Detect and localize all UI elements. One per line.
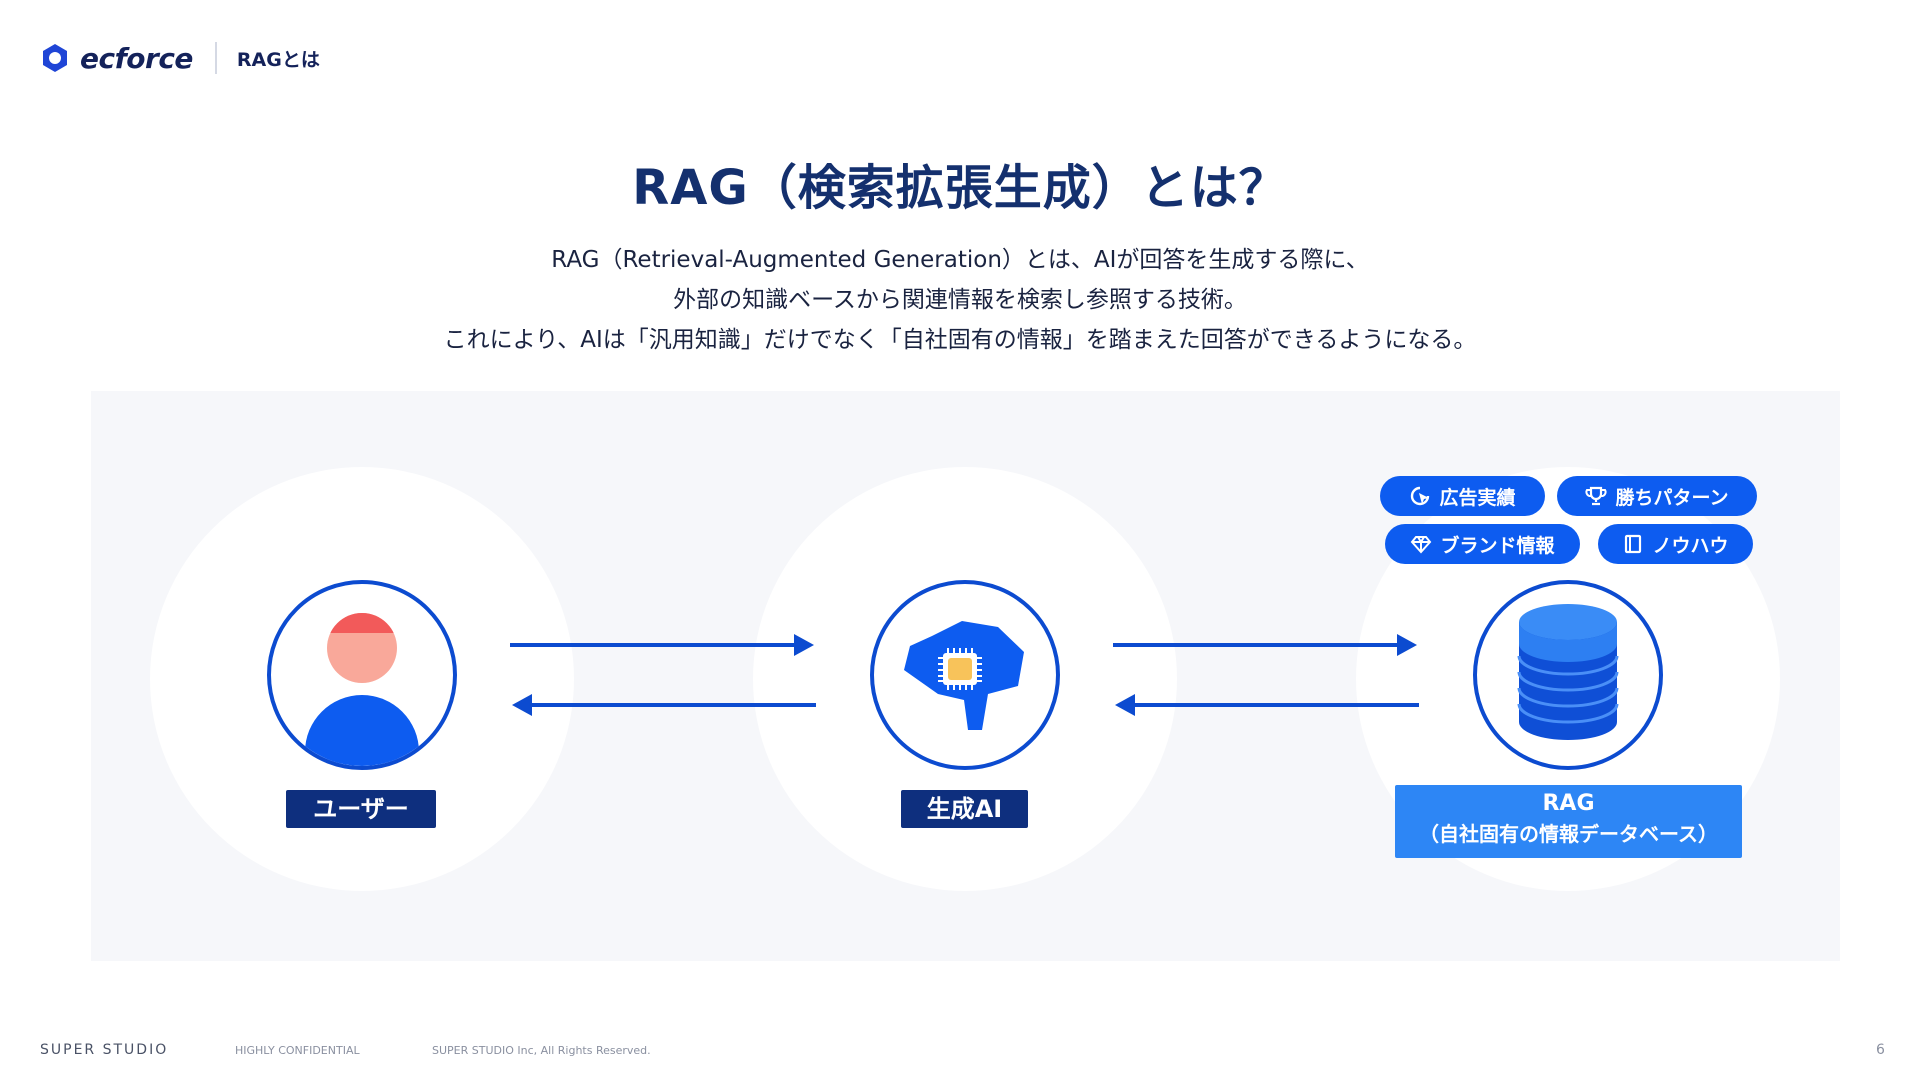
arrow-rag-to-ai: [1115, 694, 1419, 716]
tag-winning-patterns-label: 勝ちパターン: [1615, 486, 1729, 509]
tag-know-how: ノウハウ: [1598, 524, 1753, 564]
rag-label-subtitle: （自社固有の情報データベース）: [1419, 822, 1718, 846]
description: RAG（Retrieval-Augmented Generation）とは、AI…: [0, 240, 1920, 360]
arrow-user-to-ai: [510, 634, 814, 656]
user-label: ユーザー: [286, 790, 436, 828]
rag-node: [1473, 580, 1663, 770]
tag-brand-info-label: ブランド情報: [1440, 534, 1555, 557]
ai-brain-chip-icon: [904, 621, 1024, 730]
header-section-title: RAGとは: [236, 48, 320, 71]
ai-label: 生成AI: [901, 790, 1028, 828]
trophy-icon: [1585, 486, 1607, 506]
footer-copyright: SUPER STUDIO Inc, All Rights Reserved.: [432, 1044, 651, 1057]
page-number: 6: [1876, 1042, 1885, 1058]
cursor-click-icon: [1411, 486, 1430, 506]
ecforce-logo-icon: [43, 44, 67, 72]
diamond-icon: [1411, 536, 1432, 554]
tag-brand-info: ブランド情報: [1385, 524, 1580, 564]
description-line-3: これにより、AIは「汎用知識」だけでなく「自社固有の情報」を踏まえた回答ができる…: [443, 327, 1477, 353]
logo-text: ecforce: [80, 41, 193, 75]
database-icon: [1517, 604, 1619, 740]
header: ecforce RAGとは: [40, 38, 320, 78]
logo: ecforce: [40, 42, 193, 75]
arrow-ai-to-user: [512, 694, 816, 716]
user-node: [267, 580, 457, 770]
rag-label: RAG （自社固有の情報データベース）: [1395, 785, 1742, 858]
description-line-2: 外部の知識ベースから関連情報を検索し参照する技術。: [673, 287, 1247, 313]
tag-know-how-label: ノウハウ: [1652, 534, 1729, 557]
user-icon: [305, 613, 419, 766]
arrow-ai-to-rag: [1113, 634, 1417, 656]
footer: SUPER STUDIO HIGHLY CONFIDENTIAL SUPER S…: [0, 1042, 1920, 1062]
tag-ad-results-label: 広告実績: [1439, 486, 1516, 509]
tag-winning-patterns: 勝ちパターン: [1557, 476, 1757, 516]
book-icon: [1625, 534, 1642, 554]
ai-node: [870, 580, 1060, 770]
header-divider: [214, 42, 217, 74]
description-line-1: RAG（Retrieval-Augmented Generation）とは、AI…: [551, 247, 1369, 273]
rag-label-title: RAG: [1542, 791, 1595, 816]
footer-brand: SUPER STUDIO: [40, 1042, 169, 1058]
tag-ad-results: 広告実績: [1380, 476, 1545, 516]
footer-confidential: HIGHLY CONFIDENTIAL: [235, 1044, 360, 1057]
page-title: RAG（検索拡張生成）とは？: [632, 160, 1288, 216]
